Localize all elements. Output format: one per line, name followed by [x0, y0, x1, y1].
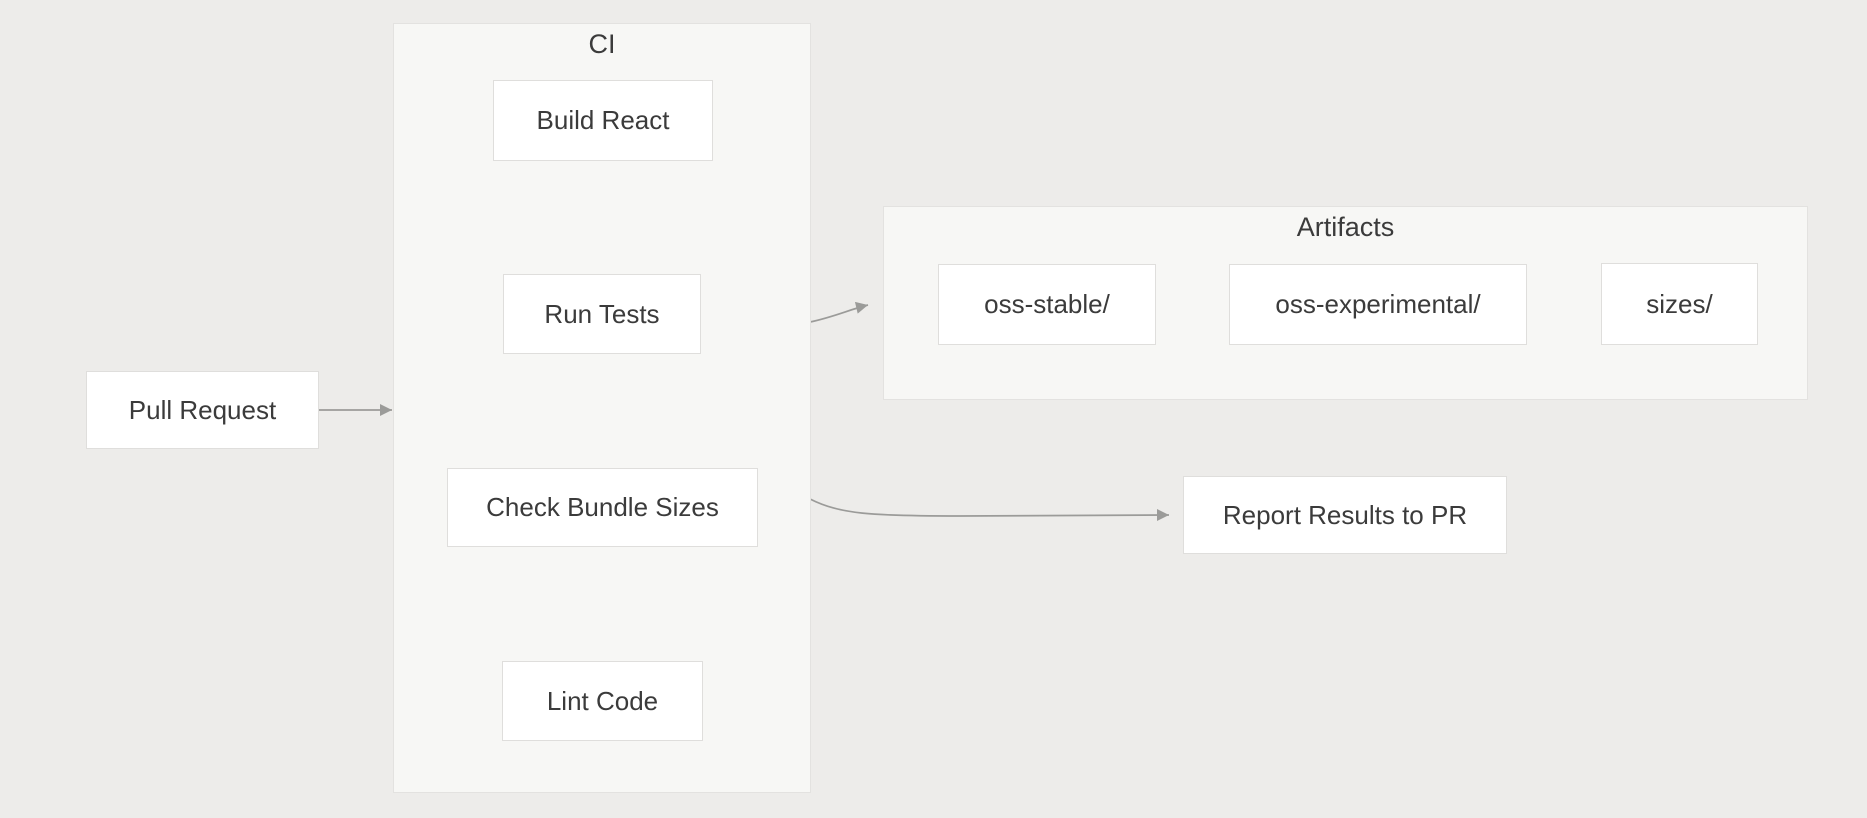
node-sizes-label: sizes/ [1646, 288, 1713, 319]
container-artifacts-title: Artifacts [1296, 212, 1395, 242]
edge-check-bundle-sizes-to-report-results [809, 498, 1170, 522]
node-build-react-label: Build React [536, 105, 670, 135]
node-report-results-to-pr-label: Report Results to PR [1222, 499, 1468, 530]
node-sizes: sizes/ [1601, 263, 1758, 345]
node-check-bundle-sizes: Check Bundle Sizes [447, 468, 758, 547]
container-artifacts: Artifacts oss-stable/ oss-experimental/ … [883, 206, 1808, 400]
container-ci: CI Build React Run Tests Check Bundle Si… [393, 23, 811, 793]
node-oss-stable: oss-stable/ [938, 264, 1156, 345]
container-ci-title: CI [588, 29, 616, 59]
node-report-results-to-pr: Report Results to PR [1183, 476, 1507, 554]
node-lint-code-label: Lint Code [546, 685, 659, 716]
node-run-tests: Run Tests [503, 274, 701, 354]
node-check-bundle-sizes-label: Check Bundle Sizes [486, 492, 719, 522]
node-pull-request-label: Pull Request [128, 394, 277, 425]
node-pull-request: Pull Request [86, 371, 319, 449]
edge-ci-to-artifacts [809, 301, 869, 323]
node-oss-experimental-label: oss-experimental/ [1275, 289, 1481, 319]
node-run-tests-label: Run Tests [544, 298, 660, 329]
node-build-react: Build React [493, 80, 713, 161]
node-lint-code: Lint Code [502, 661, 703, 741]
node-oss-stable-label: oss-stable/ [984, 289, 1110, 319]
node-oss-experimental: oss-experimental/ [1229, 264, 1527, 345]
